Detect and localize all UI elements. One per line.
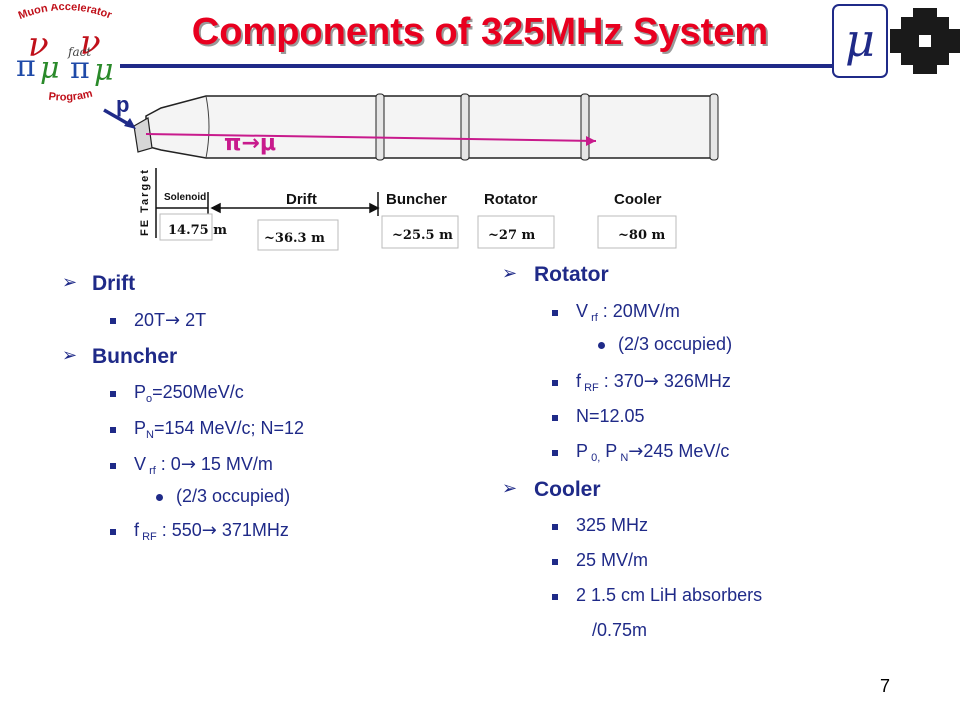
section-length-rotator: ~27 m	[488, 228, 536, 243]
drift-heading: Drift	[92, 272, 136, 295]
buncher-pn: PN=154 MeV/c; N=12	[134, 418, 305, 441]
muon-accelerator-program-logo: Muon Accelerator ν ν π μ fact π μ Progra…	[16, 4, 114, 104]
logo-top-text: Muon Accelerator	[17, 4, 114, 22]
square-bullet-icon	[552, 594, 558, 600]
cooler-heading: Cooler	[534, 478, 601, 501]
square-bullet-icon	[552, 450, 558, 456]
svg-text:Program: Program	[48, 88, 94, 104]
buncher-heading: Buncher	[92, 345, 178, 368]
logo-bottom-text: Program	[48, 88, 94, 104]
square-bullet-icon	[552, 310, 558, 316]
channel-pipe	[133, 93, 719, 161]
proton-label: p	[116, 92, 129, 117]
arrow-bullet-icon: ➢	[502, 478, 518, 498]
svg-text:μ: μ	[94, 53, 114, 88]
rotator-frf: f RF : 370→ 326MHz	[576, 371, 731, 394]
mu-glyph: μ	[845, 13, 875, 67]
rotator-heading: Rotator	[534, 263, 609, 286]
square-bullet-icon	[110, 463, 116, 469]
rotator-vrf: V rf : 20MV/m	[576, 301, 680, 324]
cooler-absorber-spacing: /0.75m	[592, 620, 648, 640]
pion-to-muon-label: π→μ	[224, 131, 276, 156]
dot-bullet-icon	[598, 342, 605, 349]
svg-text:ν: ν	[80, 23, 101, 63]
logo-fact-text: fact	[67, 45, 91, 59]
buncher-p0: Po=250MeV/c	[134, 382, 244, 405]
svg-text:π: π	[70, 51, 90, 86]
section-name-drift: Drift	[286, 191, 317, 208]
square-bullet-icon	[110, 318, 116, 324]
beam-arrowhead	[586, 136, 596, 146]
cooler-gradient: 25 MV/m	[576, 550, 649, 570]
fe-target-label: FE Target	[139, 168, 151, 236]
buncher-occupied: (2/3 occupied)	[176, 486, 291, 506]
buncher-vrf: V rf : 0→ 15 MV/m	[134, 454, 273, 477]
title-underline	[120, 64, 888, 68]
cooler-frequency: 325 MHz	[576, 515, 649, 535]
section-name-rotator: Rotator	[484, 191, 537, 208]
svg-text:π: π	[16, 49, 36, 84]
beam-line	[145, 133, 597, 142]
svg-text:ν: ν	[28, 25, 49, 65]
square-bullet-icon	[552, 559, 558, 565]
rotator-momentum: P 0, P N→245 MeV/c	[576, 441, 730, 464]
front-end-layout-diagram: p π→μ FE Target Solenoid Drift Buncher R…	[103, 92, 719, 251]
title-container: Components of 325MHz System	[120, 4, 840, 64]
arrow-bullet-icon: ➢	[62, 345, 78, 365]
section-length-buncher: ~25.5 m	[392, 228, 453, 243]
square-bullet-icon	[110, 427, 116, 433]
cooler-absorbers: 2 1.5 cm LiH absorbers	[576, 585, 763, 605]
rotator-n: N=12.05	[576, 406, 645, 426]
svg-text:Muon Accelerator: Muon Accelerator	[17, 4, 114, 22]
rotator-occupied: (2/3 occupied)	[618, 334, 733, 354]
square-bullet-icon	[552, 415, 558, 421]
arrow-bullet-icon: ➢	[62, 272, 78, 292]
svg-text:μ: μ	[40, 51, 60, 86]
section-name-buncher: Buncher	[386, 191, 447, 208]
arrow-bullet-icon: ➢	[502, 263, 518, 283]
page-title: Components of 325MHz System	[191, 11, 769, 53]
square-bullet-icon	[552, 380, 558, 386]
square-bullet-icon	[552, 524, 558, 530]
section-length-cooler: ~80 m	[618, 228, 666, 243]
section-length-drift: ~36.3 m	[264, 231, 325, 246]
square-bullet-icon	[110, 529, 116, 535]
square-bullet-icon	[110, 391, 116, 397]
page-number: 7	[880, 676, 891, 696]
muon-logo: μ	[832, 4, 888, 78]
drift-field: 20T→ 2T	[134, 310, 207, 331]
fermilab-logo	[890, 8, 960, 74]
section-length-solenoid: 14.75 m	[168, 223, 227, 238]
buncher-frf: f RF : 550→ 371MHz	[134, 520, 289, 543]
section-name-cooler: Cooler	[614, 191, 662, 208]
section-name-solenoid: Solenoid	[164, 192, 206, 203]
dot-bullet-icon	[156, 494, 163, 501]
